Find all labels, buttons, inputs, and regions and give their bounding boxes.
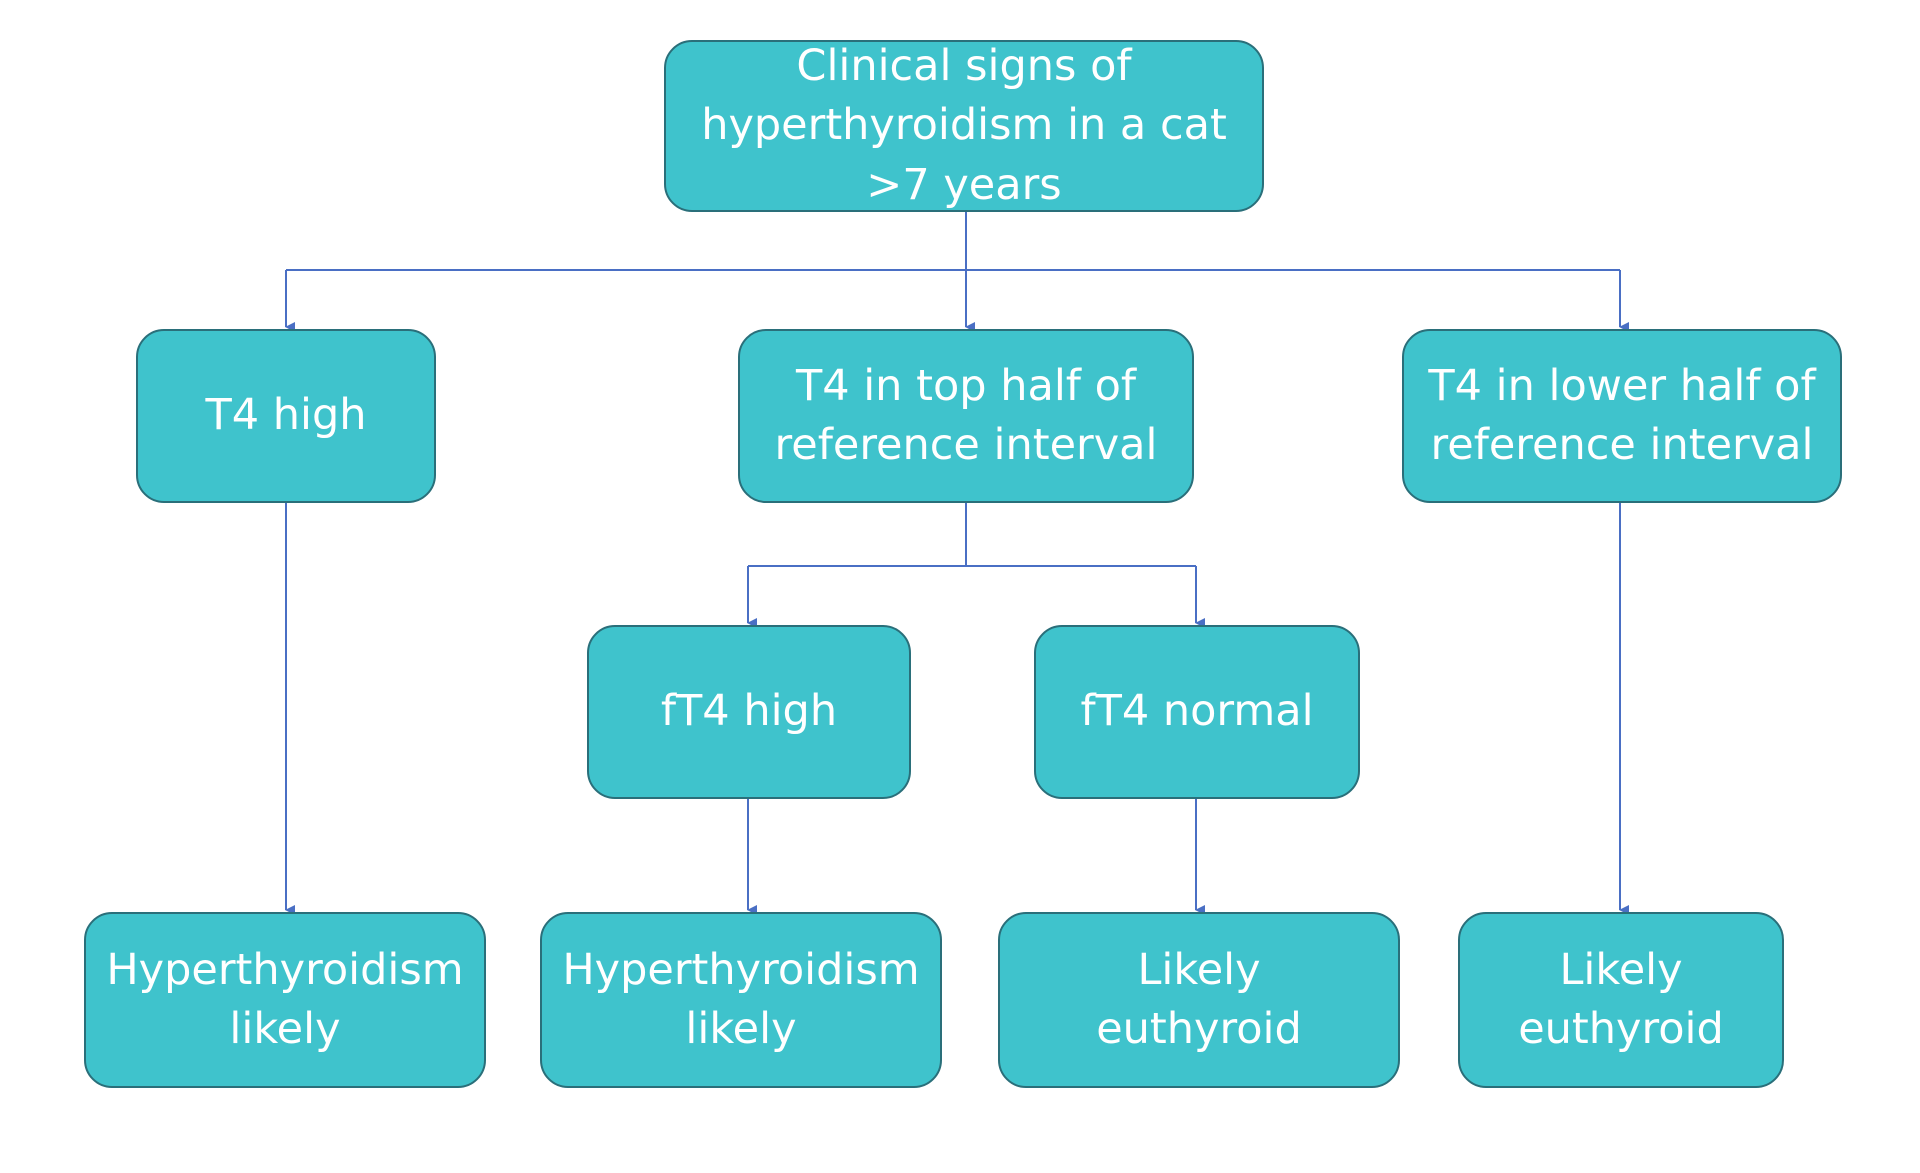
- outcome-hyperthyroidism-likely-2-label: Hyperthyroidism likely: [562, 944, 920, 1054]
- outcome-likely-euthyroid-1: Likely euthyroid: [998, 912, 1400, 1088]
- node-ft4-high: fT4 high: [587, 625, 911, 799]
- node-ft4-high-label: fT4 high: [660, 686, 838, 737]
- node-t4-high: T4 high: [136, 329, 436, 503]
- outcome-likely-euthyroid-2: Likely euthyroid: [1458, 912, 1784, 1088]
- node-t4-high-label: T4 high: [205, 390, 367, 441]
- outcome-hyperthyroidism-likely-1: Hyperthyroidism likely: [84, 912, 486, 1088]
- node-t4-top-half: T4 in top half of reference interval: [738, 329, 1194, 503]
- node-ft4-normal-label: fT4 normal: [1080, 686, 1314, 737]
- outcome-hyperthyroidism-likely-2: Hyperthyroidism likely: [540, 912, 942, 1088]
- root-node-label: Clinical signs of hyperthyroidism in a c…: [701, 41, 1227, 210]
- outcome-hyperthyroidism-likely-1-label: Hyperthyroidism likely: [106, 944, 464, 1054]
- node-t4-lower-half-label: T4 in lower half of reference interval: [1428, 360, 1816, 470]
- node-t4-top-half-label: T4 in top half of reference interval: [774, 360, 1158, 470]
- outcome-likely-euthyroid-1-label: Likely euthyroid: [1096, 944, 1302, 1054]
- node-t4-lower-half: T4 in lower half of reference interval: [1402, 329, 1842, 503]
- node-ft4-normal: fT4 normal: [1034, 625, 1360, 799]
- outcome-likely-euthyroid-2-label: Likely euthyroid: [1518, 944, 1724, 1054]
- root-node-clinical-signs: Clinical signs of hyperthyroidism in a c…: [664, 40, 1264, 212]
